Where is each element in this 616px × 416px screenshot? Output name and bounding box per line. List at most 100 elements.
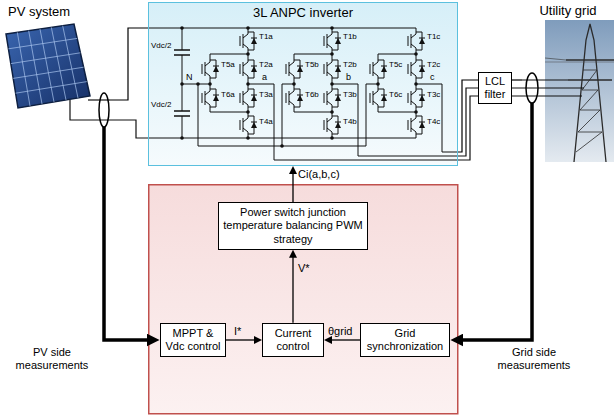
diode-symbol (251, 66, 257, 67)
switch-symbol (289, 72, 294, 84)
inverter-ground (148, 2, 458, 166)
panel-cell-line (16, 82, 87, 94)
power-wire (458, 80, 478, 152)
junction-dot (246, 52, 250, 56)
diode-symbol (419, 38, 425, 39)
switch-symbol (324, 36, 325, 46)
switch-symbol (327, 84, 332, 95)
inverter-box: 3L ANPC inverter (148, 2, 458, 166)
switch-label: T4c (427, 117, 440, 126)
diode-symbol (419, 95, 425, 96)
diode-symbol (335, 66, 341, 72)
switch-symbol (289, 54, 294, 66)
power-line (545, 62, 614, 63)
power-wire (512, 79, 522, 80)
diode-symbol (419, 38, 425, 44)
switch-symbol (205, 101, 210, 112)
dc-wire (88, 99, 110, 100)
switch-symbol (411, 118, 412, 132)
switch-symbol (240, 36, 241, 46)
switch-symbol (289, 101, 294, 112)
panel-cell-line (51, 27, 66, 100)
diode-symbol (381, 95, 387, 101)
anpc-circuit (148, 26, 458, 160)
switch-symbol (324, 93, 325, 103)
wire (378, 112, 416, 113)
utility-grid: Utility grid (522, 2, 614, 162)
tower-arm (566, 59, 614, 60)
junction-dot (180, 26, 184, 30)
switch-symbol (289, 84, 294, 95)
node-text: PV system (8, 4, 106, 20)
switch-label: T2a (259, 60, 273, 69)
solar-panel (6, 24, 90, 108)
diode-symbol (297, 95, 303, 96)
panel-cell-line (40, 29, 54, 102)
process-box: Power switch junction temperature balanc… (218, 202, 368, 250)
switch-symbol (408, 93, 409, 103)
capacitor-symbol (174, 110, 190, 112)
switch-symbol (240, 64, 241, 74)
measurement-line (530, 103, 534, 162)
junction-dot (196, 82, 200, 86)
switch-label: T5b (305, 60, 319, 69)
capacitor-symbol (182, 28, 183, 50)
diode-symbol (213, 95, 219, 101)
neutral-wire (198, 84, 366, 146)
edge-label: Ci(a,b,c) (298, 168, 340, 181)
signal-arrow (292, 254, 293, 323)
phase-wire (522, 79, 568, 80)
junction-dot (280, 144, 284, 148)
filter-box: LCL filter (478, 72, 512, 104)
panel-cell-line (63, 26, 78, 98)
switch-label: T5c (389, 60, 402, 69)
switch-symbol (205, 91, 206, 105)
switch-symbol (327, 62, 328, 76)
phase-wire (248, 84, 458, 160)
diode-symbol (251, 95, 257, 101)
phase-wire (332, 84, 458, 156)
phase-label: a (262, 72, 267, 82)
diode-symbol (297, 95, 303, 101)
diode-symbol (335, 38, 341, 39)
junction-dot (330, 110, 334, 114)
switch-symbol (411, 28, 416, 38)
switch-symbol (411, 34, 412, 48)
process-box: MPPT & Vdc control (160, 323, 226, 357)
diode-symbol (213, 95, 219, 96)
junction-dot (246, 26, 250, 30)
edge-label: I* (234, 325, 241, 338)
neutral-wire (182, 84, 210, 85)
switch-symbol (408, 120, 409, 130)
switch-symbol (243, 54, 248, 66)
transmission-tower (545, 24, 614, 162)
diode-symbol (251, 122, 257, 128)
diode-symbol (297, 66, 303, 72)
node-text: Power switch junction temperature balanc… (223, 206, 363, 246)
diode-symbol (335, 122, 341, 123)
node-text: Grid synchronization (364, 327, 446, 353)
wire (294, 54, 332, 55)
switch-symbol (243, 34, 244, 48)
diode-symbol (419, 66, 425, 72)
switch-label: T3a (259, 90, 273, 99)
wire (294, 112, 332, 113)
switch-symbol (324, 64, 325, 74)
switch-symbol (408, 36, 409, 46)
switch-symbol (373, 101, 378, 112)
switch-symbol (408, 64, 409, 74)
switch-label: T5a (221, 60, 235, 69)
switch-symbol (411, 91, 412, 105)
power-line (545, 58, 566, 60)
diode-symbol (335, 95, 341, 96)
signal-arrow (292, 170, 293, 202)
wire (210, 112, 248, 113)
diode-symbol (381, 95, 387, 96)
control-box (149, 185, 458, 414)
switch-symbol (286, 93, 287, 103)
switch-symbol (411, 128, 416, 138)
junction-dot (180, 136, 184, 140)
diode-symbol (251, 95, 257, 96)
junction-dot (246, 136, 250, 140)
diode-symbol (381, 66, 387, 72)
